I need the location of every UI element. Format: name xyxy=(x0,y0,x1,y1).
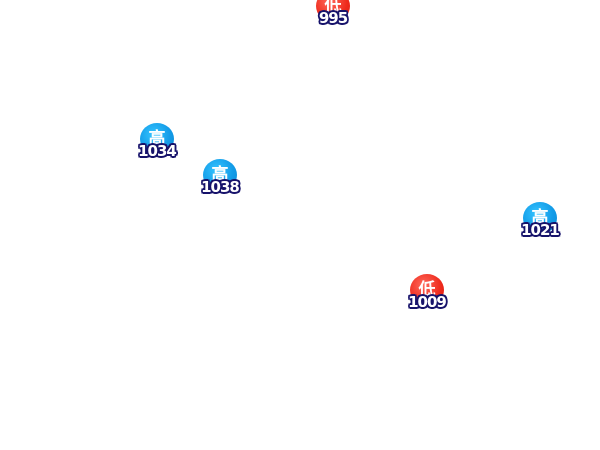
high-pressure-marker[interactable]: 高 1021 xyxy=(515,202,565,252)
pressure-label: 1038 xyxy=(201,178,240,196)
high-pressure-icon: 高 xyxy=(140,123,174,155)
low-pressure-icon: 低 xyxy=(410,274,444,306)
low-pressure-marker[interactable]: 低 995 xyxy=(308,0,358,40)
pressure-label: 1009 xyxy=(408,293,447,311)
pressure-label: 1034 xyxy=(138,142,177,160)
high-pressure-marker[interactable]: 高 1017 xyxy=(441,0,491,12)
high-pressure-marker[interactable]: 高 1038 xyxy=(195,159,245,209)
low-pressure-marker[interactable]: 低 1009 xyxy=(402,274,452,324)
pressure-label: 995 xyxy=(318,9,348,27)
high-pressure-icon: 高 xyxy=(203,159,237,191)
high-pressure-icon: 高 xyxy=(523,202,557,234)
pressure-label: 1021 xyxy=(521,221,560,239)
low-pressure-icon: 低 xyxy=(316,0,350,22)
high-pressure-marker[interactable]: 高 1034 xyxy=(132,123,182,173)
